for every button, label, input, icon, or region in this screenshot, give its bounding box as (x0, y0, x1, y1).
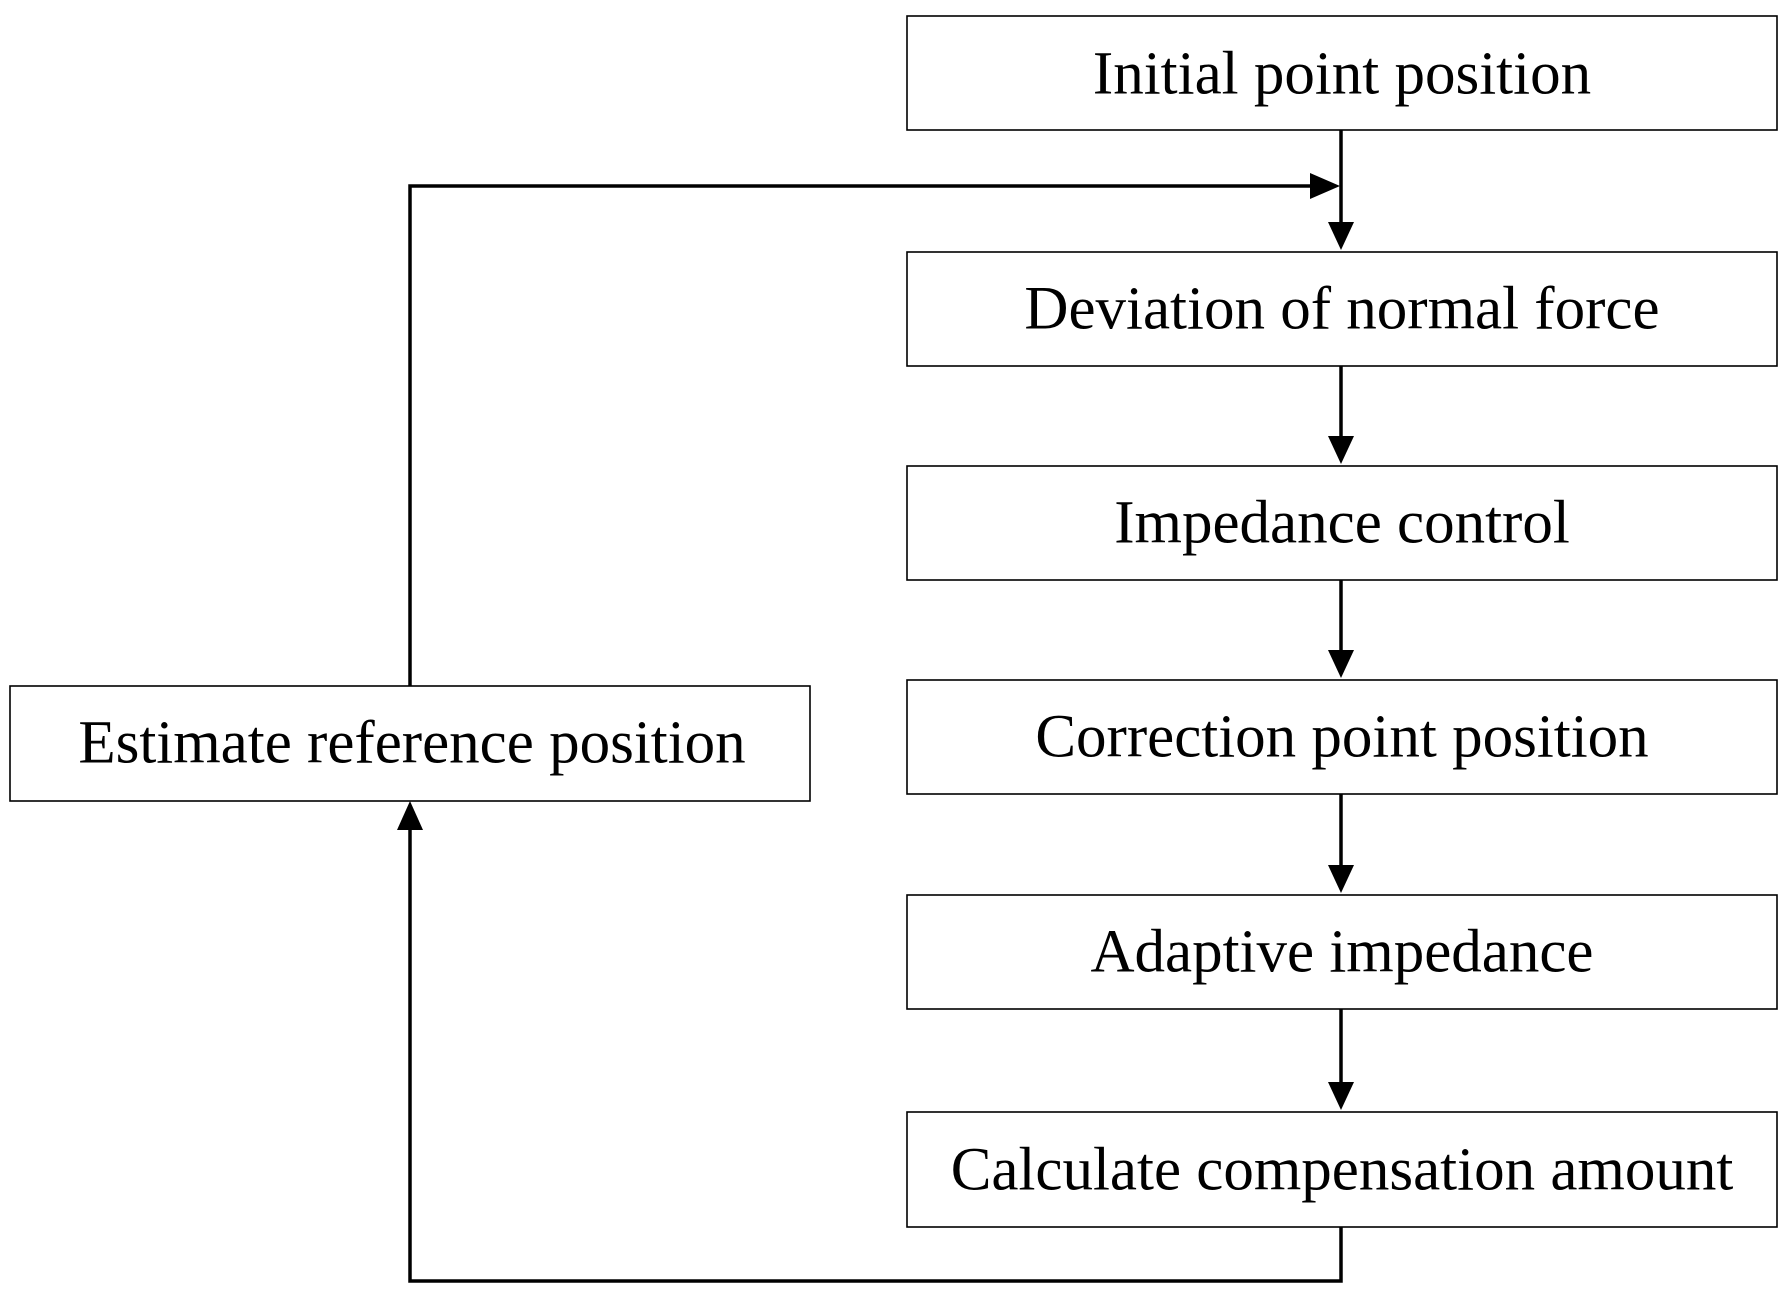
node-estimate-reference-position: Estimate reference position (9, 685, 811, 802)
node-impedance-control: Impedance control (906, 465, 1778, 581)
node-label: Adaptive impedance (1090, 919, 1593, 986)
arrowhead-initial-to-deviation (1328, 222, 1354, 250)
edges (397, 130, 1354, 1283)
node-label: Deviation of normal force (1024, 276, 1659, 343)
arrowhead-deviation-to-impedance (1328, 436, 1354, 464)
node-box (906, 15, 1778, 131)
node-label: Correction point position (1035, 704, 1648, 771)
edge-estimate-to-deviation (408, 184, 1314, 686)
node-correction-point-position: Correction point position (906, 679, 1778, 795)
node-box (9, 685, 811, 802)
node-box (906, 465, 1778, 581)
node-box (906, 894, 1778, 1010)
node-box (906, 251, 1778, 367)
node-label: Estimate reference position (78, 710, 745, 777)
arrowhead-calculate-to-estimate (397, 801, 423, 830)
node-box (906, 679, 1778, 795)
node-adaptive-impedance: Adaptive impedance (906, 894, 1778, 1010)
node-label: Initial point position (1093, 41, 1591, 108)
arrowhead-adaptive-to-calculate (1328, 1082, 1354, 1110)
node-label: Calculate compensation amount (951, 1137, 1734, 1204)
arrowhead-impedance-to-correction (1328, 650, 1354, 678)
node-box (906, 1111, 1778, 1228)
node-initial-point-position: Initial point position (906, 15, 1778, 131)
arrowhead-estimate-to-deviation (1310, 173, 1340, 199)
arrowhead-correction-to-adaptive (1328, 865, 1354, 893)
node-calculate-compensation-amount: Calculate compensation amount (906, 1111, 1778, 1228)
node-deviation-of-normal-force: Deviation of normal force (906, 251, 1778, 367)
node-label: Impedance control (1114, 490, 1570, 557)
edge-calculate-to-estimate (408, 826, 1343, 1283)
